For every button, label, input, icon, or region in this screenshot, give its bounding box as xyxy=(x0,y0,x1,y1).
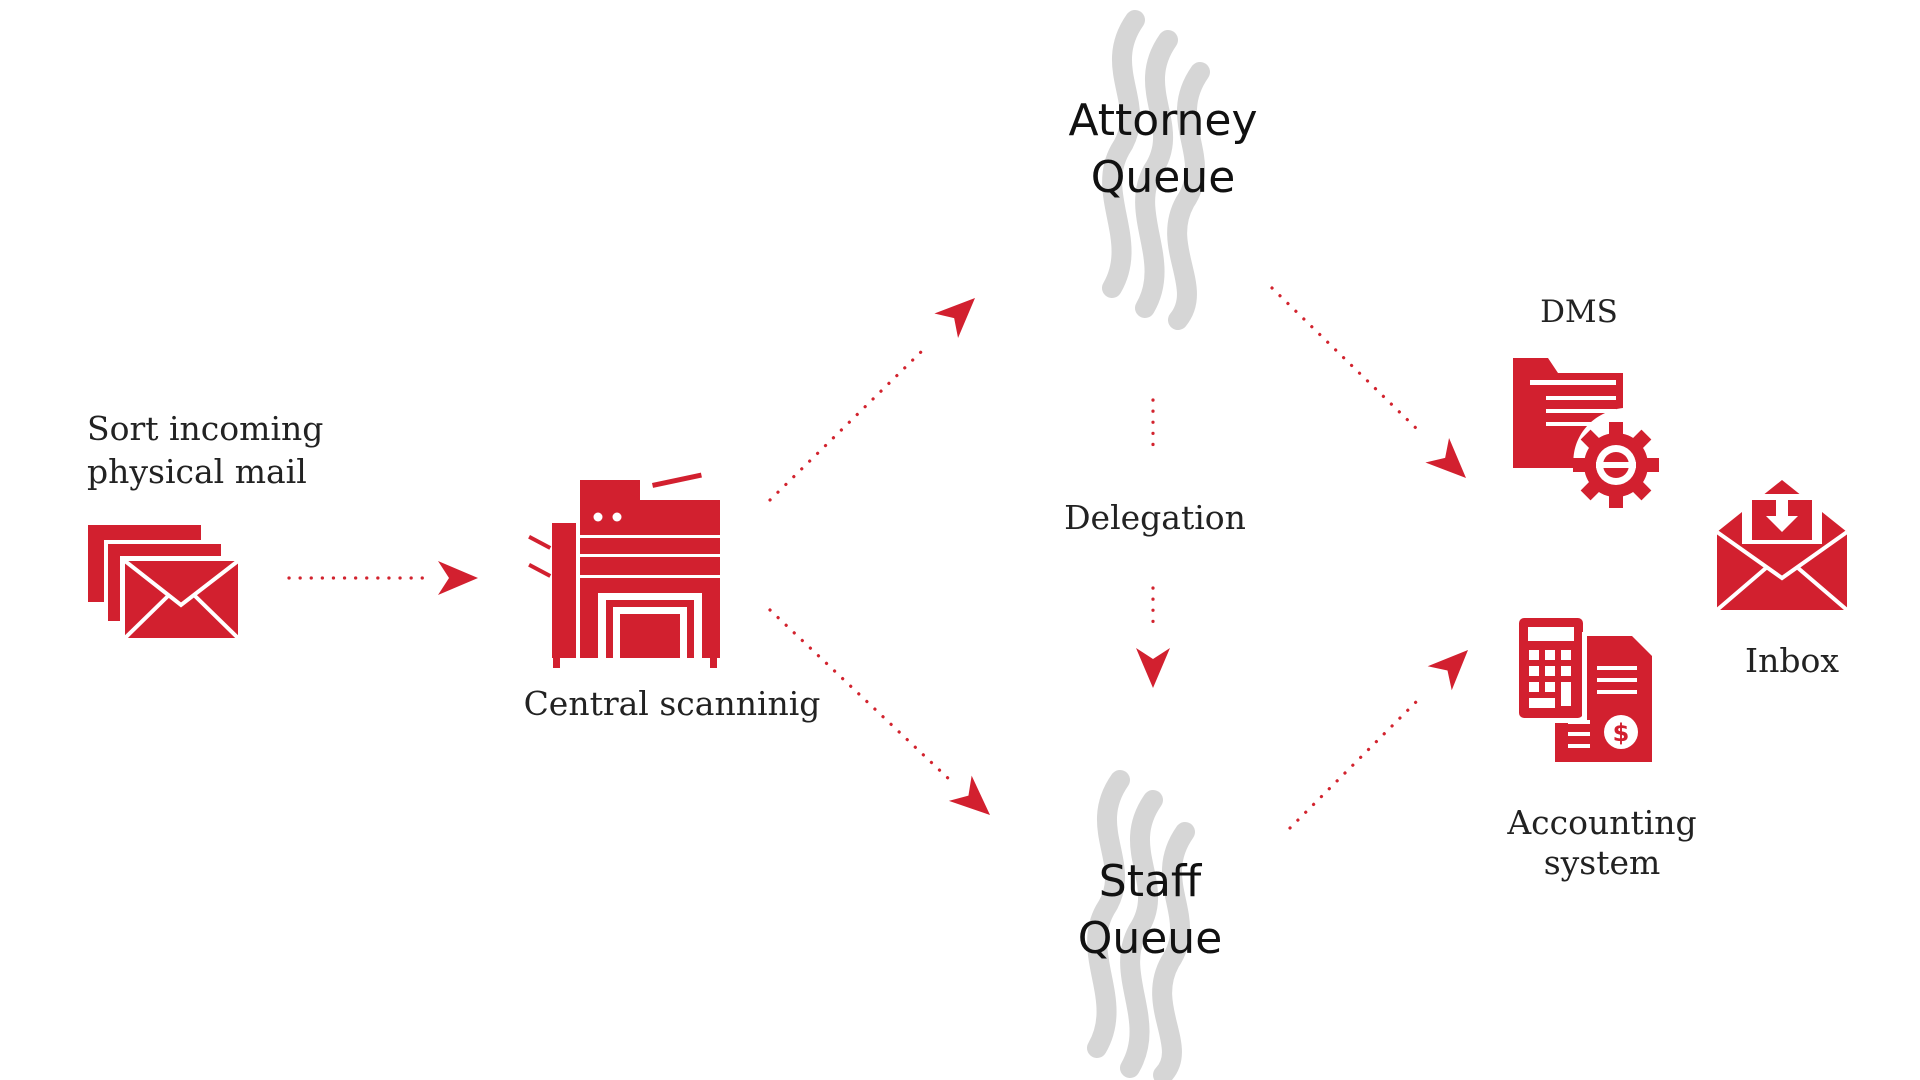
edge-scanning-to-attorney xyxy=(768,285,987,502)
sort-mail-label-line1: Sort incoming xyxy=(87,409,323,448)
staff-smoke-decoration xyxy=(1087,770,1195,1080)
svg-text:$: $ xyxy=(1613,719,1630,747)
edge-mail-to-scanning xyxy=(287,561,478,595)
folder-gear-icon xyxy=(1513,358,1659,508)
sort-mail-label-line2: physical mail xyxy=(87,452,307,491)
accounting-label-line1: Accounting xyxy=(1506,803,1696,842)
edge-staff-to-accounting xyxy=(1288,637,1481,830)
staff-queue-title-line1: Staff xyxy=(1099,856,1203,907)
central-scanning-label: Central scanninig xyxy=(524,684,821,723)
attorney-smoke-decoration xyxy=(1102,10,1210,330)
calculator-invoice-icon: $ xyxy=(1519,618,1652,762)
edge-delegation-lower xyxy=(1136,586,1170,688)
staff-queue-title-line2: Queue xyxy=(1078,913,1223,964)
inbox-label: Inbox xyxy=(1745,641,1839,680)
envelope-download-icon xyxy=(1715,480,1849,612)
edge-scanning-to-staff xyxy=(768,608,1002,828)
delegation-label: Delegation xyxy=(1064,498,1246,537)
copier-icon xyxy=(528,472,720,668)
envelopes-icon xyxy=(88,525,240,640)
accounting-label-line2: system xyxy=(1544,843,1661,882)
attorney-queue-title-line1: Attorney xyxy=(1068,95,1257,146)
attorney-queue-title-line2: Queue xyxy=(1091,152,1236,203)
dms-label: DMS xyxy=(1540,294,1618,330)
edge-attorney-to-dms xyxy=(1270,286,1478,491)
